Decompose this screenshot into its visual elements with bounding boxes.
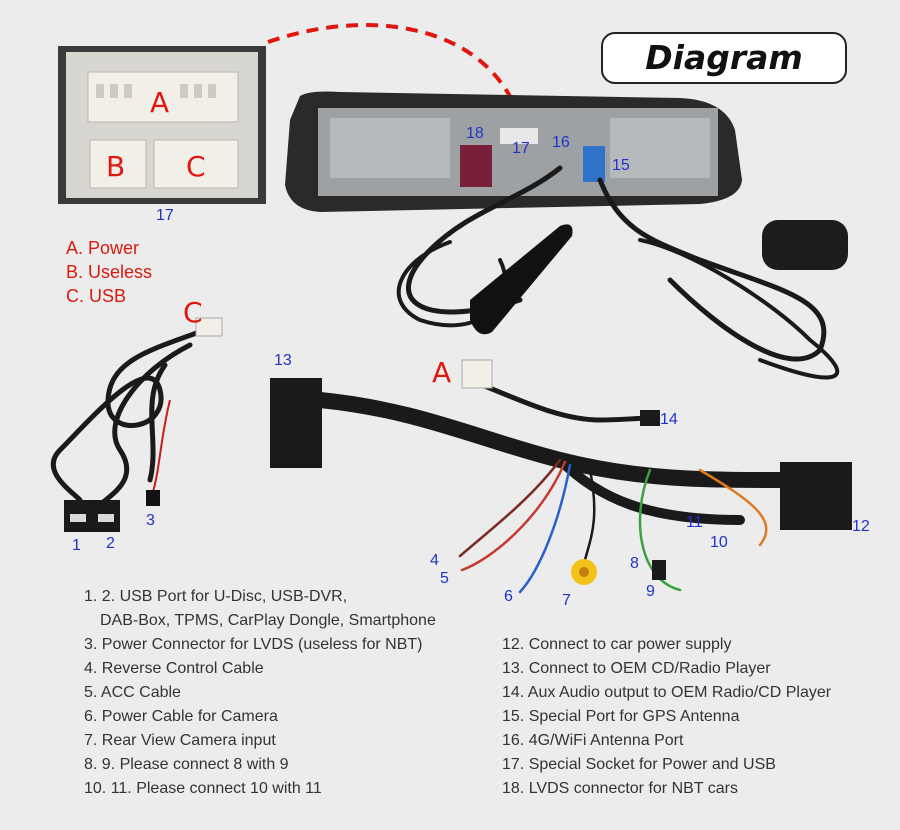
connector-label-b: B <box>106 150 126 183</box>
gps-antenna <box>762 220 848 270</box>
lvds-port <box>460 145 492 187</box>
list-item: 5. ACC Cable <box>84 684 181 701</box>
callout-14: 14 <box>660 411 678 428</box>
callout-6: 6 <box>504 588 513 605</box>
description-list-right: 12. Connect to car power supply 13. Conn… <box>502 633 831 801</box>
callout-13: 13 <box>274 352 292 369</box>
diagram-title: Diagram <box>601 32 847 84</box>
callout-11: 11 <box>686 514 703 531</box>
wifi-antenna <box>470 224 573 335</box>
list-item: 1. 2. USB Port for U-Disc, USB-DVR, <box>84 588 348 605</box>
description-list-left: 1. 2. USB Port for U-Disc, USB-DVR, DAB-… <box>84 585 436 801</box>
callout-3: 3 <box>146 512 155 529</box>
callout-17: 17 <box>512 140 530 157</box>
legend-item: B. Useless <box>66 262 153 282</box>
callout-power-a: A <box>432 356 452 389</box>
callout-10: 10 <box>710 534 728 551</box>
list-item: DAB-Box, TPMS, CarPlay Dongle, Smartphon… <box>100 612 436 629</box>
list-item: 17. Special Socket for Power and USB <box>502 756 776 773</box>
connector-closeup <box>58 46 266 204</box>
callout-5: 5 <box>440 570 449 587</box>
callout-16: 16 <box>552 134 570 151</box>
callout-15: 15 <box>612 157 630 174</box>
callout-7: 7 <box>562 592 571 609</box>
callout-1: 1 <box>72 537 81 554</box>
legend-item: C. USB <box>66 286 127 306</box>
gps-port <box>583 146 605 182</box>
list-item: 16. 4G/WiFi Antenna Port <box>502 732 684 749</box>
callout-9: 9 <box>646 583 655 600</box>
list-item: 14. Aux Audio output to OEM Radio/CD Pla… <box>502 684 832 701</box>
list-item: 4. Reverse Control Cable <box>84 660 264 677</box>
list-item: 10. 11. Please connect 10 with 11 <box>84 780 322 797</box>
connector-legend: A. Power B. Useless C. USB <box>66 236 152 308</box>
dashed-arrow <box>267 23 514 101</box>
callout-8: 8 <box>630 555 639 572</box>
power-connector-lvds <box>146 490 160 506</box>
head-unit <box>285 91 742 212</box>
aux-output-jack <box>640 410 660 426</box>
list-item: 7. Rear View Camera input <box>84 732 276 749</box>
callout-12: 12 <box>852 518 870 535</box>
list-item: 8. 9. Please connect 8 with 9 <box>84 756 289 773</box>
callout-2: 2 <box>106 535 115 552</box>
car-power-connector <box>780 462 852 530</box>
callout-18: 18 <box>466 125 484 142</box>
list-item: 3. Power Connector for LVDS (useless for… <box>84 636 423 653</box>
connector-label-c: C <box>186 150 206 183</box>
list-item: 12. Connect to car power supply <box>502 636 732 653</box>
legend-item: A. Power <box>66 238 140 258</box>
oem-cd-connector <box>270 378 322 468</box>
callout-4: 4 <box>430 552 439 569</box>
list-item: 6. Power Cable for Camera <box>84 708 278 725</box>
list-item: 13. Connect to OEM CD/Radio Player <box>502 660 771 677</box>
callout-17-closeup: 17 <box>156 207 174 224</box>
callout-usb-c: C <box>183 296 203 329</box>
connector-label-a: A <box>150 86 170 119</box>
list-item: 18. LVDS connector for NBT cars <box>502 780 738 797</box>
list-item: 15. Special Port for GPS Antenna <box>502 708 740 725</box>
